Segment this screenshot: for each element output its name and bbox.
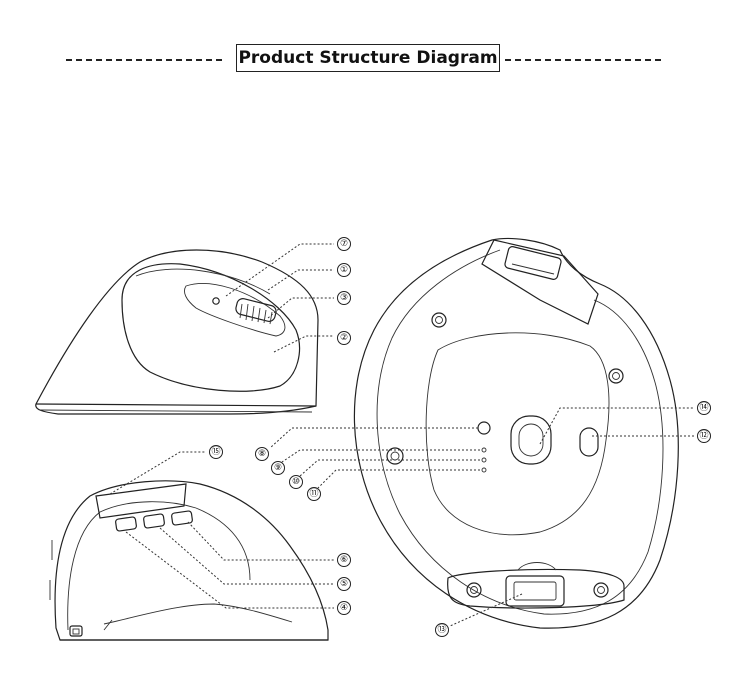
- callout-12: ⑫: [697, 429, 711, 443]
- mouse-bottom-view: [353, 237, 679, 629]
- title-dash-left: [66, 59, 222, 61]
- callout-4: ④: [337, 601, 351, 615]
- callout-14: ⑭: [697, 401, 711, 415]
- callout-1: ①: [337, 263, 351, 277]
- callout-3-label: ③: [340, 293, 348, 303]
- callout-10: ⑩: [289, 475, 303, 489]
- callout-7: ⑦: [337, 237, 351, 251]
- callout-11: ⑪: [307, 487, 321, 501]
- callout-11-label: ⑪: [309, 488, 318, 499]
- callout-9: ⑨: [271, 461, 285, 475]
- callout-2: ②: [337, 331, 351, 345]
- callout-2-label: ②: [340, 333, 348, 343]
- callout-9-label: ⑨: [274, 463, 282, 473]
- title-row: Product Structure Diagram: [0, 44, 750, 76]
- callout-1-label: ①: [340, 265, 348, 275]
- callout-7-label: ⑦: [340, 239, 348, 249]
- leader-lines: [109, 243, 694, 627]
- title-dash-right: [505, 59, 661, 61]
- callout-3: ③: [337, 291, 351, 305]
- callout-6: ⑥: [337, 553, 351, 567]
- callout-12-label: ⑫: [699, 430, 708, 441]
- diagram-title: Product Structure Diagram: [236, 44, 500, 72]
- callout-4-label: ④: [340, 603, 348, 613]
- callout-6-label: ⑥: [340, 555, 348, 565]
- callout-13-label: ⑬: [437, 624, 446, 635]
- mouse-side-buttons-view: [49, 480, 329, 641]
- callout-14-label: ⑭: [699, 402, 708, 413]
- callout-15-label: ⑮: [211, 446, 220, 457]
- callout-8: ⑧: [255, 447, 269, 461]
- callout-13: ⑬: [435, 623, 449, 637]
- callout-5: ⑤: [337, 577, 351, 591]
- callout-15: ⑮: [209, 445, 223, 459]
- mouse-side-view: [35, 249, 319, 415]
- callout-8-label: ⑧: [258, 449, 266, 459]
- callout-10-label: ⑩: [292, 477, 300, 487]
- callout-5-label: ⑤: [340, 579, 348, 589]
